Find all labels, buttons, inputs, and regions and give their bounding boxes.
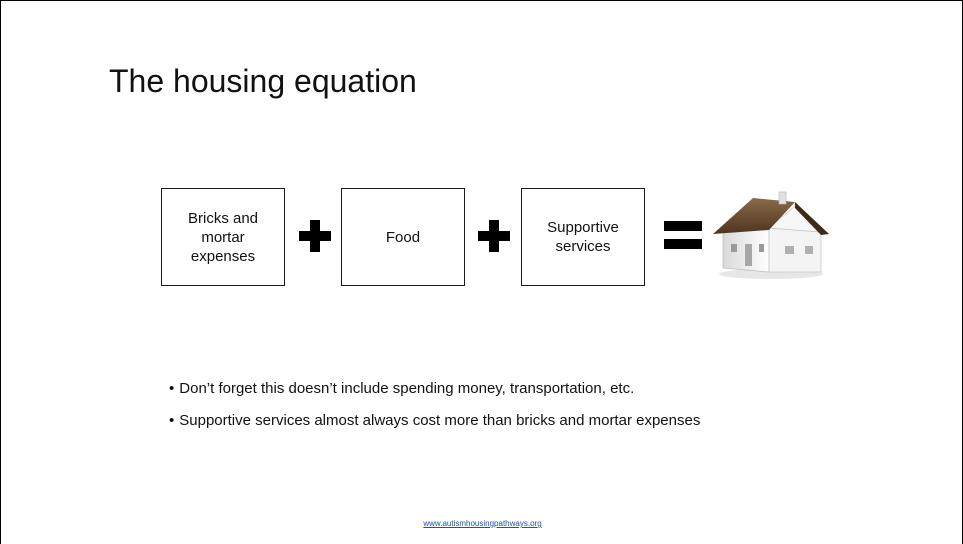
slide-title: The housing equation [109,63,417,99]
house-icon [713,191,829,279]
bullet-marker: • [169,412,175,429]
equation-term-label: Food [385,228,421,246]
equation-term-label: Bricks and mortar expenses [187,209,259,265]
bullet-text: Supportive services almost always cost m… [179,412,701,429]
bullet-item: •Don’t forget this doesn’t include spend… [169,379,700,399]
plus-icon [299,220,331,252]
bullet-text: Don’t forget this doesn’t include spendi… [179,380,635,397]
equals-icon [664,221,702,249]
bullet-list: •Don’t forget this doesn’t include spend… [169,379,700,443]
bullet-item: •Supportive services almost always cost … [169,411,700,431]
footer-website-link[interactable]: www.autismhousingpathways.org [423,519,542,528]
equation-term-supportive-services: Supportive services [521,188,645,286]
equation-term-label: Supportive services [547,219,619,255]
equation-term-food: Food [341,188,465,286]
plus-icon [478,220,510,252]
bullet-marker: • [169,380,175,397]
equation-term-bricks-and-mortar: Bricks and mortar expenses [161,188,285,286]
